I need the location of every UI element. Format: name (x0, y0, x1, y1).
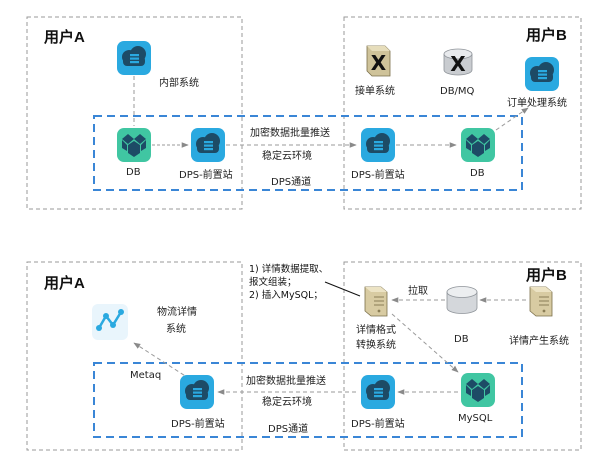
logistics-detail-label-line1: 物流详情 (157, 305, 197, 318)
line-chart-icon (92, 304, 128, 340)
order-receive-label: 接单系统 (355, 84, 395, 97)
cloud-server-icon (117, 41, 151, 75)
db-mq-label: DB/MQ (440, 86, 475, 97)
detail-producer-label: 详情产生系统 (509, 334, 569, 347)
cloud-server-icon (525, 57, 559, 91)
server-icon (529, 286, 553, 317)
note-line-3: 2) 插入MySQL； (249, 289, 323, 301)
dps-front-a-label: DPS-前置站 (179, 168, 233, 181)
dps-front-b-label: DPS-前置站 (351, 168, 405, 181)
encrypt-push-label-2: 加密数据批量推送 (246, 374, 326, 387)
dps-channel-label-2: DPS通道 (268, 422, 308, 435)
stable-cloud-label-2: 稳定云环境 (262, 395, 312, 408)
database-cluster-icon (461, 128, 495, 162)
db-label-2: DB (454, 334, 469, 345)
dps-channel-box (93, 115, 523, 191)
note-pointer (324, 281, 361, 297)
user-b-box (343, 16, 582, 210)
cloud-server-icon (191, 128, 225, 162)
mysql-label: MySQL (458, 413, 493, 424)
server-icon (364, 286, 388, 317)
user-a-title-2: 用户A (44, 274, 85, 292)
db-a-label: DB (126, 167, 141, 178)
metaq-label: Metaq (130, 370, 161, 381)
converter-label-line1: 详情格式 (356, 323, 396, 336)
user-a-title: 用户A (44, 28, 85, 46)
dps-channel-label: DPS通道 (271, 175, 311, 188)
user-b-title-2: 用户B (526, 266, 567, 284)
database-cluster-icon (117, 128, 151, 162)
database-offline-icon (443, 48, 473, 77)
dps-front-a-label-2: DPS-前置站 (171, 417, 225, 430)
server-offline-icon (366, 45, 391, 77)
logistics-detail-label-line2: 系统 (166, 322, 186, 335)
database-icon (446, 286, 478, 314)
dps-front-b-label-2: DPS-前置站 (351, 417, 405, 430)
internal-system-label: 内部系统 (159, 76, 199, 89)
note-line-1: 1) 详情数据提取、 (249, 263, 328, 275)
cloud-server-icon (180, 375, 214, 409)
encrypt-push-label: 加密数据批量推送 (250, 126, 330, 139)
order-processing-label: 订单处理系统 (507, 96, 567, 109)
user-a-box-2 (26, 261, 243, 451)
user-a-box (26, 16, 243, 210)
pull-label: 拉取 (408, 284, 428, 297)
cloud-server-icon (361, 128, 395, 162)
stable-cloud-label: 稳定云环境 (262, 149, 312, 162)
user-b-title: 用户B (526, 26, 567, 44)
arrow-db-to-order-processing (495, 107, 529, 131)
db-b-label: DB (470, 168, 485, 179)
converter-label-line2: 转换系统 (356, 338, 396, 351)
note-line-2: 报文组装； (249, 276, 297, 288)
cloud-server-icon (361, 375, 395, 409)
dps-channel-box-2 (93, 362, 523, 438)
arrow-converter-to-mysql (391, 313, 459, 373)
user-b-box-2 (343, 261, 582, 451)
database-cluster-icon (461, 373, 495, 407)
